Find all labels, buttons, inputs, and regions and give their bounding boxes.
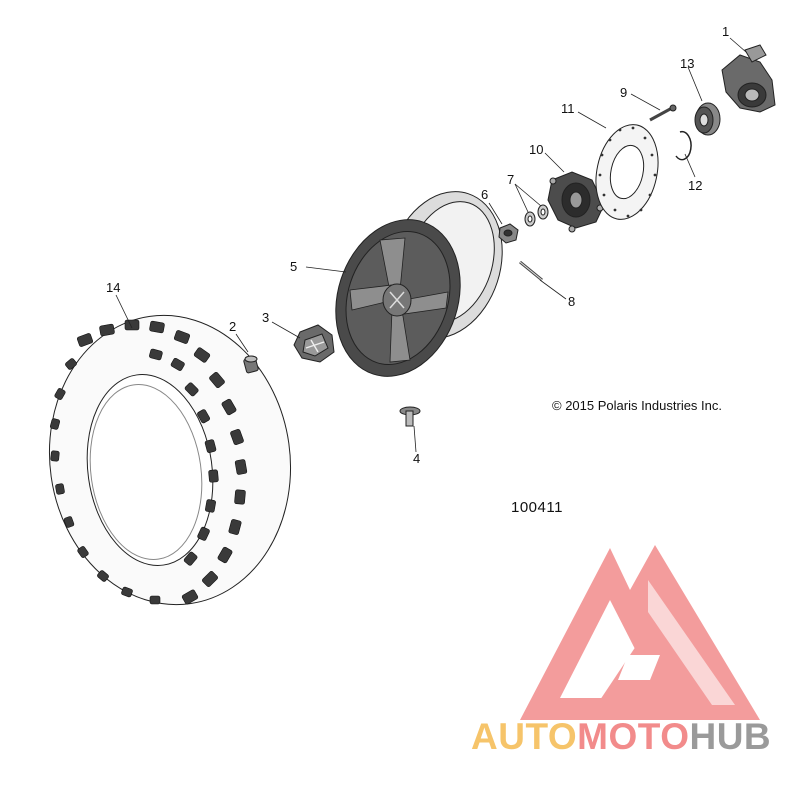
callout-13: 13 xyxy=(680,56,694,71)
retaining-ring xyxy=(675,130,692,161)
valve-stem xyxy=(243,355,259,374)
knuckle xyxy=(721,44,776,113)
callout-12: 12 xyxy=(688,178,702,193)
callout-11: 11 xyxy=(561,101,575,116)
figure-number: 100411 xyxy=(511,499,563,516)
tire-tread xyxy=(49,319,248,605)
callout-8: 8 xyxy=(568,294,575,309)
wheel-rim xyxy=(335,191,503,377)
callout-labels: 1 2 3 4 5 6 7 8 9 10 11 12 13 14 xyxy=(106,24,729,466)
callout-10: 10 xyxy=(529,142,543,157)
callout-9: 9 xyxy=(620,85,627,100)
brake-disc-holes xyxy=(598,126,657,218)
leader-lines xyxy=(115,37,747,453)
watermark-brand-text: AUTOMOTOHUB xyxy=(471,716,771,758)
castle-nut xyxy=(498,223,519,244)
callout-6: 6 xyxy=(481,187,488,202)
wheel-hub xyxy=(547,171,605,233)
callout-1: 1 xyxy=(722,24,729,39)
callout-14: 14 xyxy=(106,280,120,295)
wheel-bearing xyxy=(694,102,721,136)
watermark-logo-icon xyxy=(520,545,760,720)
callout-7: 7 xyxy=(507,172,514,187)
brake-disc-bolt xyxy=(649,104,677,122)
wheel-bolt xyxy=(399,406,421,427)
center-cap xyxy=(293,324,335,363)
copyright-notice: © 2015 Polaris Industries Inc. xyxy=(552,398,722,413)
brand-hub: HUB xyxy=(689,716,772,757)
brake-disc xyxy=(595,124,659,220)
brand-moto: MOTO xyxy=(577,716,690,757)
wheel-spokes xyxy=(349,237,449,363)
callout-4: 4 xyxy=(413,451,420,466)
callout-2: 2 xyxy=(229,319,236,334)
callout-5: 5 xyxy=(290,259,297,274)
tire xyxy=(48,314,292,606)
callout-3: 3 xyxy=(262,310,269,325)
cotter-pin xyxy=(519,260,543,282)
washers xyxy=(524,204,549,227)
brand-auto: AUTO xyxy=(471,716,578,757)
